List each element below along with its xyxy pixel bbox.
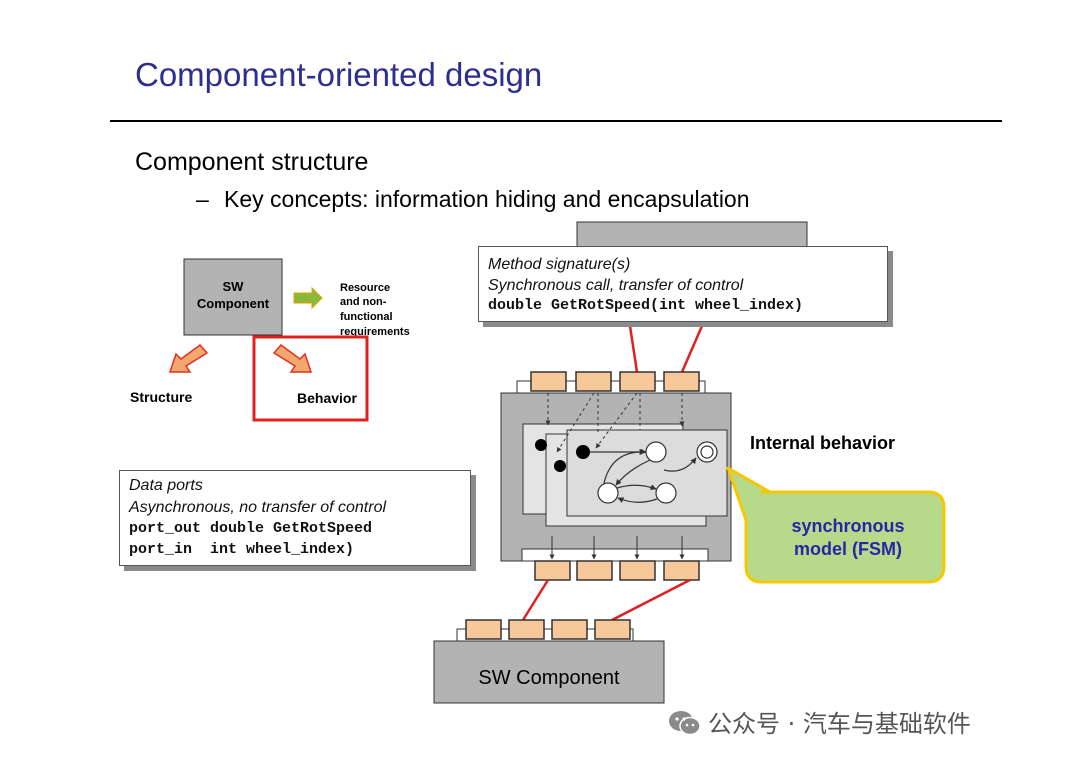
method-box-line2: Synchronous call, transfer of control <box>488 277 744 294</box>
bottom-port-3 <box>619 560 656 581</box>
method-connector-1 <box>628 325 639 373</box>
fsm-transition-a-final <box>663 457 697 472</box>
fsm-final-state-inner <box>700 445 714 459</box>
watermark-text: 公众号 · 汽车与基础软件 <box>708 710 971 738</box>
resource-line-4: requirements <box>340 326 410 338</box>
sw-component-box <box>183 258 283 336</box>
slide-title: Component-oriented design <box>135 56 543 93</box>
bottom-component-port-1 <box>465 619 502 640</box>
data-ports-box: Data ports Asynchronous, no transfer of … <box>119 470 471 566</box>
data-ports-line4: port_in int wheel_index) <box>129 541 355 558</box>
bullet-key-concepts: –Key concepts: information hiding and en… <box>196 186 750 213</box>
fsm-transition-a-b <box>615 459 651 486</box>
fsm-transition-c-b <box>617 497 658 503</box>
resource-line-1: Resource <box>340 282 390 294</box>
fsm-initial-state-back <box>535 439 547 451</box>
top-port-2 <box>575 371 612 392</box>
resource-line-3: functional <box>340 311 393 323</box>
bottom-sw-component-box <box>433 640 665 704</box>
behavior-label: Behavior <box>297 390 357 406</box>
behavior-arrow-icon <box>272 343 313 373</box>
fsm-initial-state-mid <box>554 460 566 472</box>
method-box-line1: Method signature(s) <box>488 256 631 273</box>
bottom-component-port-3 <box>551 619 588 640</box>
resource-line-2: and non- <box>340 296 387 308</box>
fsm-transition-b-c <box>616 484 657 490</box>
callout-line-1: synchronous <box>791 516 904 536</box>
data-ports-line1: Data ports <box>129 477 203 494</box>
fsm-state-c <box>655 482 677 504</box>
method-signature-box: Method signature(s) Synchronous call, tr… <box>478 246 888 322</box>
behavior-highlight-frame <box>252 335 369 422</box>
top-port-1 <box>530 371 567 392</box>
resource-arrow-icon <box>293 286 323 310</box>
sw-component-line1: SW <box>223 279 245 294</box>
caller-component-block <box>576 221 808 249</box>
fsm-state-a <box>645 441 667 463</box>
internal-behavior-label: Internal behavior <box>750 433 895 453</box>
sw-component-line2: Component <box>197 296 270 311</box>
bottom-sw-component-label: SW Component <box>478 667 620 689</box>
bottom-port-1 <box>534 560 571 581</box>
bottom-component-port-4 <box>594 619 631 640</box>
top-port-4 <box>663 371 700 392</box>
bottom-component-port-2 <box>508 619 545 640</box>
structure-label: Structure <box>130 389 192 405</box>
structure-arrow-icon <box>168 343 209 373</box>
wechat-icon <box>669 711 701 736</box>
fsm-initial-state <box>576 445 590 459</box>
bullet-component-structure: Component structure <box>135 148 369 176</box>
watermark: 公众号 · 汽车与基础软件 <box>668 704 971 739</box>
bottom-port-strip <box>521 548 709 562</box>
bullet-key-concepts-text: Key concepts: information hiding and enc… <box>224 186 750 212</box>
fsm-transition-b-a <box>603 448 647 484</box>
bottom-connector-1 <box>521 579 550 621</box>
method-box-line3: double GetRotSpeed(int wheel_index) <box>488 297 804 314</box>
bullet-dash: – <box>196 186 209 212</box>
fsm-callout-bubble <box>726 466 946 584</box>
bottom-port-4 <box>663 560 700 581</box>
bottom-connector-2 <box>611 578 691 622</box>
data-ports-line2: Asynchronous, no transfer of control <box>129 499 387 516</box>
method-connector-2 <box>680 325 704 373</box>
callout-line-2: model (FSM) <box>794 539 902 559</box>
fsm-state-b <box>597 482 619 504</box>
data-ports-line3: port_out double GetRotSpeed <box>129 520 373 537</box>
title-divider <box>110 120 1002 122</box>
bottom-port-2 <box>576 560 613 581</box>
top-port-3 <box>619 371 656 392</box>
